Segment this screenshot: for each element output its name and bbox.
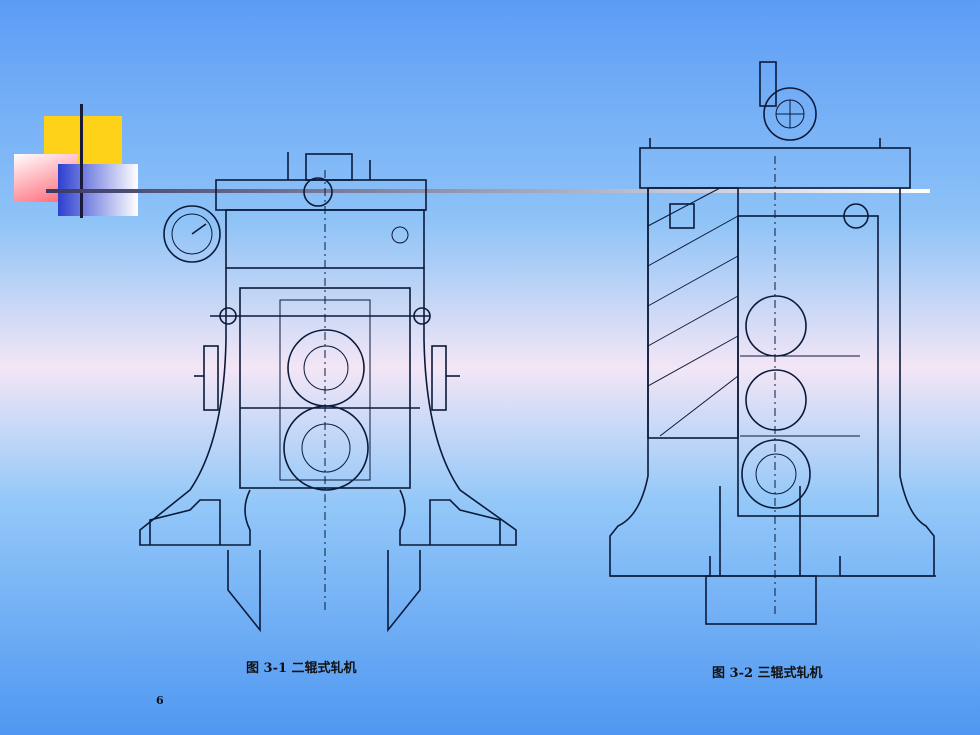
upper-roll — [210, 307, 431, 407]
side-adjusters — [194, 345, 460, 411]
top-structure — [287, 152, 409, 244]
two-high-rolling-mill-drawing — [139, 152, 517, 633]
hatched-section — [647, 187, 739, 439]
base-and-screw — [610, 156, 936, 625]
three-rolls — [740, 295, 860, 509]
pressure-gauge — [163, 205, 221, 263]
housing-outline — [609, 188, 935, 577]
three-high-rolling-mill-drawing — [609, 61, 936, 625]
foot-plates — [149, 170, 501, 633]
figure-3-2-caption: 图 3-2 三辊式轧机 — [712, 666, 823, 681]
deco-horizontal-rule — [46, 189, 930, 193]
figure-3-1-caption: 图 3-1 二辊式轧机 — [246, 661, 357, 676]
lower-roll — [240, 405, 420, 491]
page-number: 6 — [156, 694, 164, 707]
deco-vertical-line — [80, 104, 83, 218]
